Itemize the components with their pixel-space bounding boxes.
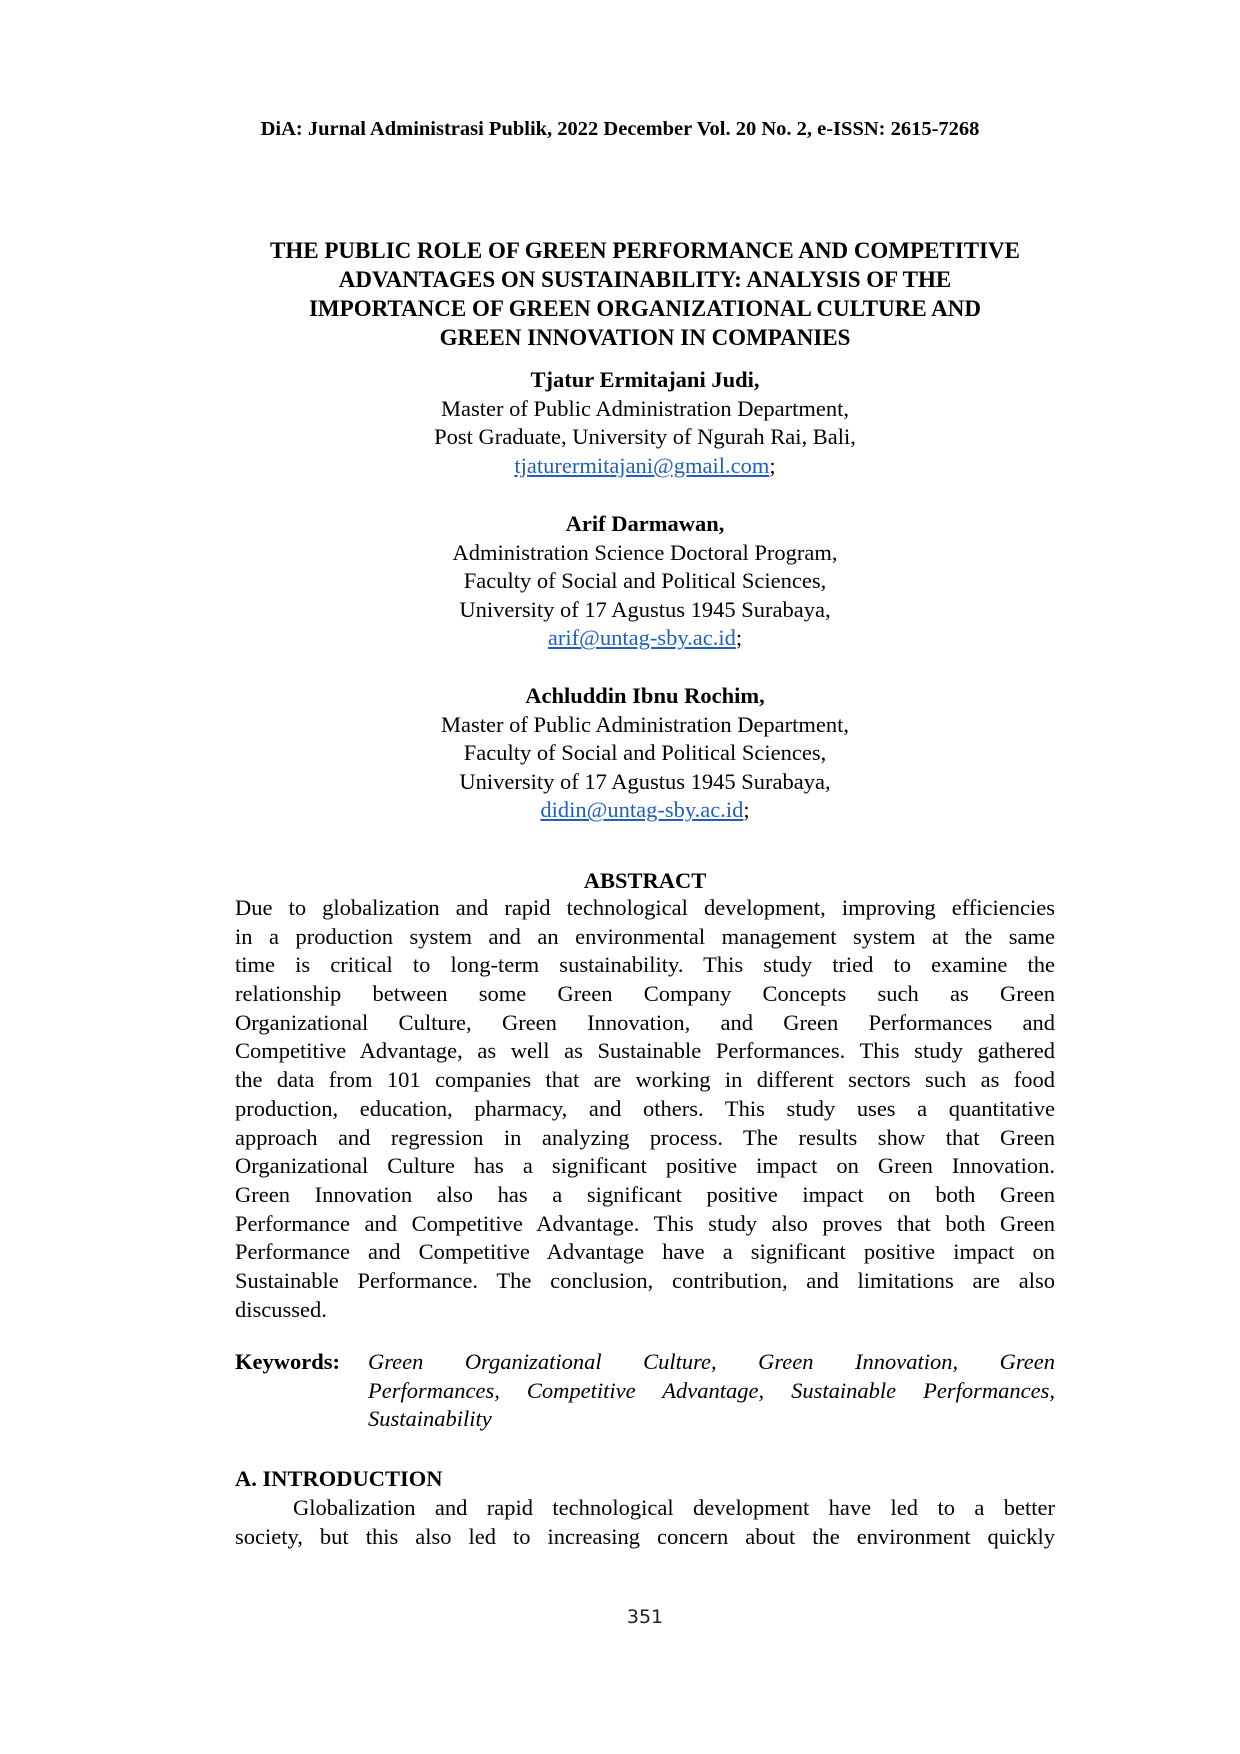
email-suffix: ; <box>769 452 776 478</box>
author-email-line: tjaturermitajani@gmail.com; <box>240 452 1050 481</box>
title-line: IMPORTANCE OF GREEN ORGANIZATIONAL CULTU… <box>308 296 982 321</box>
abstract-line: time is critical to long-term sustainabi… <box>235 952 1055 978</box>
keywords-line: Sustainability <box>368 1406 492 1432</box>
author-email-line: didin@untag-sby.ac.id; <box>240 796 1050 825</box>
abstract-body: Due to globalization and rapid technolog… <box>235 894 1055 1324</box>
author-email-link[interactable]: arif@untag-sby.ac.id <box>547 625 736 651</box>
author-affiliation: University of 17 Agustus 1945 Surabaya, <box>459 768 831 794</box>
abstract-line: the data from 101 companies that are wor… <box>235 1067 1055 1093</box>
title-line: GREEN INNOVATION IN COMPANIES <box>439 325 851 350</box>
abstract-line: Performance and Competitive Advantage. T… <box>235 1210 1055 1236</box>
abstract-line: Sustainable Performance. The conclusion,… <box>235 1267 1055 1293</box>
title-line: THE PUBLIC ROLE OF GREEN PERFORMANCE AND… <box>270 238 1020 263</box>
author-affiliation: Post Graduate, University of Ngurah Rai,… <box>434 424 856 450</box>
abstract-line: in a production system and an environmen… <box>235 923 1055 949</box>
abstract-line: discussed. <box>235 1296 327 1322</box>
author-block-1: Tjatur Ermitajani Judi, Master of Public… <box>240 366 1050 480</box>
author-affiliation: Faculty of Social and Political Sciences… <box>463 740 827 766</box>
abstract-heading: ABSTRACT <box>583 868 707 893</box>
abstract-line: relationship between some Green Company … <box>235 981 1055 1007</box>
intro-line: Globalization and rapid technological de… <box>293 1495 1055 1520</box>
abstract-line: Performance and Competitive Advantage ha… <box>235 1239 1055 1265</box>
intro-line: society, but this also led to increasing… <box>235 1523 1055 1549</box>
paper-title: THE PUBLIC ROLE OF GREEN PERFORMANCE AND… <box>230 236 1060 352</box>
author-name: Arif Darmawan, <box>565 511 725 536</box>
abstract-line: Green Innovation also has a significant … <box>235 1181 1055 1207</box>
section-heading-introduction: A. INTRODUCTION <box>235 1466 443 1491</box>
author-block-3: Achluddin Ibnu Rochim, Master of Public … <box>240 682 1050 825</box>
email-suffix: ; <box>735 625 743 651</box>
journal-header: DiA: Jurnal Administrasi Publik, 2022 De… <box>260 118 980 140</box>
author-email-line: arif@untag-sby.ac.id; <box>240 624 1050 653</box>
abstract-line: Organizational Culture, Green Innovation… <box>235 1009 1055 1035</box>
abstract-line: Due to globalization and rapid technolog… <box>235 895 1055 920</box>
author-affiliation: Faculty of Social and Political Sciences… <box>463 568 827 594</box>
author-affiliation: Master of Public Administration Departme… <box>440 711 850 737</box>
abstract-line: production, education, pharmacy, and oth… <box>235 1095 1055 1121</box>
page-number: 351 <box>626 1606 664 1628</box>
author-affiliation: Administration Science Doctoral Program, <box>452 539 838 565</box>
abstract-line: Competitive Advantage, as well as Sustai… <box>235 1038 1055 1064</box>
keywords-line: Green Organizational Culture, Green Inno… <box>368 1349 1055 1374</box>
title-line: ADVANTAGES ON SUSTAINABILITY: ANALYSIS O… <box>338 267 952 292</box>
author-email-link[interactable]: tjaturermitajani@gmail.com <box>514 452 770 478</box>
author-name: Tjatur Ermitajani Judi, <box>530 367 760 392</box>
abstract-line: approach and regression in analyzing pro… <box>235 1124 1055 1150</box>
keywords-label: Keywords: <box>235 1349 340 1374</box>
author-affiliation: Master of Public Administration Departme… <box>440 395 850 421</box>
keywords-text: Green Organizational Culture, Green Inno… <box>368 1348 1055 1434</box>
author-block-2: Arif Darmawan, Administration Science Do… <box>240 510 1050 653</box>
author-name: Achluddin Ibnu Rochim, <box>525 683 765 708</box>
author-affiliation: University of 17 Agustus 1945 Surabaya, <box>459 596 831 622</box>
author-email-link[interactable]: didin@untag-sby.ac.id <box>540 797 744 823</box>
email-suffix: ; <box>743 797 750 823</box>
keywords-line: Performances, Competitive Advantage, Sus… <box>368 1377 1055 1403</box>
introduction-body: Globalization and rapid technological de… <box>235 1494 1055 1551</box>
abstract-line: Organizational Culture has a significant… <box>235 1153 1055 1179</box>
